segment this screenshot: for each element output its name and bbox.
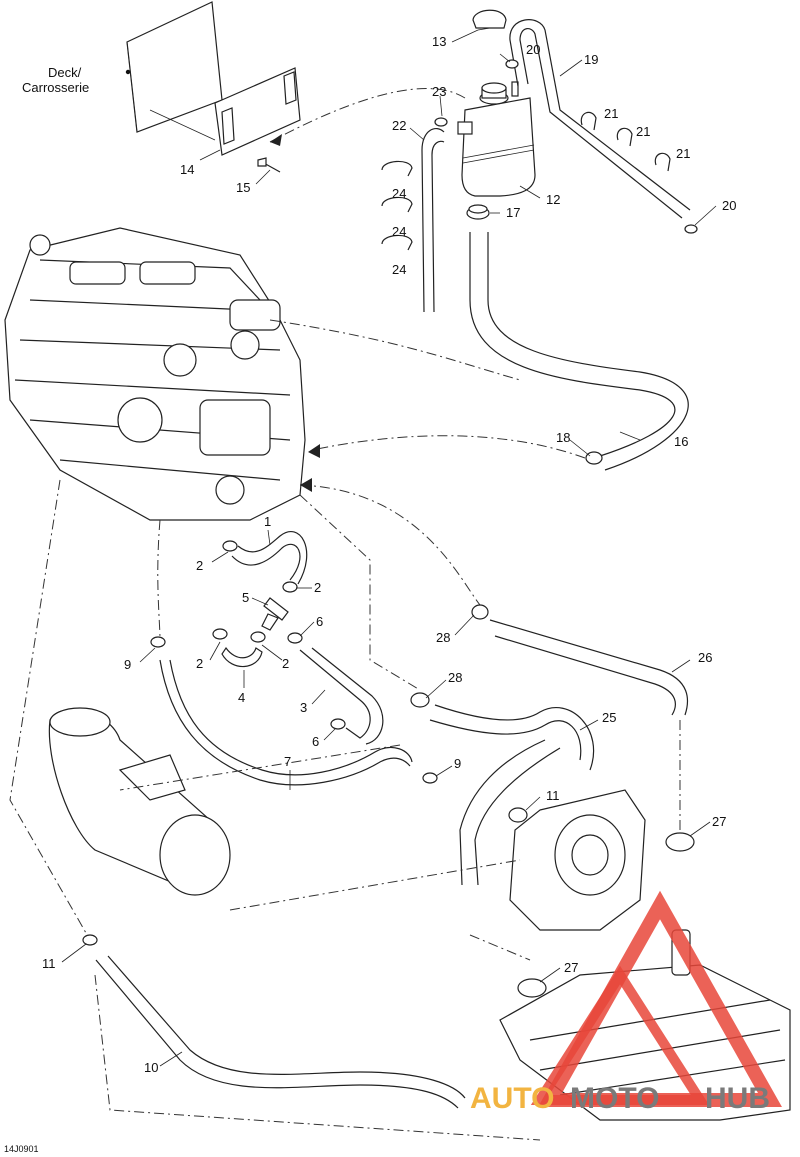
- callout-22: 22: [392, 118, 406, 133]
- clamp-part-18: [585, 451, 603, 465]
- callout-2a: 2: [196, 558, 203, 573]
- deck-panel: [125, 1, 223, 133]
- deck-label-line2: Carrosserie: [22, 80, 89, 95]
- deck-label-line1: Deck/: [48, 65, 82, 80]
- watermark-hub: HUB: [705, 1082, 770, 1115]
- callout-9a: 9: [124, 657, 131, 672]
- callout-24b: 24: [392, 224, 406, 239]
- clip-part-21: [580, 111, 671, 172]
- callout-23: 23: [432, 84, 446, 99]
- muffler: [48, 707, 231, 896]
- callout-1: 1: [264, 514, 271, 529]
- callout-18: 18: [556, 430, 570, 445]
- clamp-part-28-lower: [410, 692, 430, 708]
- callout-6a: 6: [316, 614, 323, 629]
- pump-housing: [509, 789, 646, 931]
- clamp-part-20-lower: [684, 224, 698, 234]
- callout-19: 19: [584, 52, 598, 67]
- callout-2c: 2: [196, 656, 203, 671]
- callout-28a: 28: [448, 670, 462, 685]
- callout-24a: 24: [392, 186, 406, 201]
- coolant-tank-part-12: [457, 81, 536, 197]
- callout-13: 13: [432, 34, 446, 49]
- callout-21a: 21: [604, 106, 618, 121]
- callout-21b: 21: [636, 124, 650, 139]
- callout-11b: 11: [546, 788, 560, 803]
- watermark-auto: AUTO: [470, 1082, 554, 1115]
- clamp-part-11-right: [508, 807, 528, 823]
- callout-15: 15: [236, 180, 250, 195]
- callout-7: 7: [284, 754, 291, 769]
- clamp-part-11-left: [82, 934, 98, 946]
- callout-21c: 21: [676, 146, 690, 161]
- bracket-part-14: [214, 67, 301, 156]
- callout-24c: 24: [392, 262, 406, 277]
- callout-20b: 20: [722, 198, 736, 213]
- clamp-part-9-right: [422, 772, 438, 784]
- callout-6b: 6: [312, 734, 319, 749]
- callout-27b: 27: [564, 960, 578, 975]
- callout-2b: 2: [314, 580, 321, 595]
- t-fitting-part-5: [261, 597, 289, 631]
- elbow-part-4: [221, 646, 263, 668]
- clamp-part-2: [212, 540, 298, 643]
- callout-16: 16: [674, 434, 688, 449]
- clamp-part-20-top: [505, 59, 519, 69]
- drawing-code: 14J0901: [4, 1144, 39, 1154]
- watermark-logo: AUTO MOTO HUB: [470, 890, 782, 1115]
- engine-block: [4, 227, 306, 521]
- clamp-part-23: [434, 117, 448, 127]
- callout-9b: 9: [454, 756, 461, 771]
- leader-lines: [61, 27, 717, 1067]
- callout-27a: 27: [712, 814, 726, 829]
- callout-12: 12: [546, 192, 560, 207]
- callout-20a: 20: [526, 42, 540, 57]
- clamp-part-6-upper: [287, 632, 303, 644]
- clamp-part-28-upper: [471, 604, 489, 620]
- callout-3: 3: [300, 700, 307, 715]
- callout-5: 5: [242, 590, 249, 605]
- screw-part-15: [257, 157, 281, 173]
- clamp-part-9-left: [150, 636, 166, 648]
- callout-11a: 11: [42, 956, 56, 971]
- callout-25: 25: [602, 710, 616, 725]
- clamp-part-17: [466, 204, 490, 220]
- clamp-part-6-lower: [330, 718, 346, 730]
- clamp-part-27-upper: [665, 832, 695, 852]
- callout-4: 4: [238, 690, 245, 705]
- callout-28b: 28: [436, 630, 450, 645]
- callout-10: 10: [144, 1060, 158, 1075]
- callout-2d: 2: [282, 656, 289, 671]
- clamp-part-27-lower: [517, 978, 547, 998]
- watermark-moto: MOTO: [570, 1082, 659, 1115]
- tie-part-24: [381, 160, 413, 251]
- callout-14: 14: [180, 162, 194, 177]
- callout-17: 17: [506, 205, 520, 220]
- callout-26: 26: [698, 650, 712, 665]
- cap-part-13: [472, 9, 507, 29]
